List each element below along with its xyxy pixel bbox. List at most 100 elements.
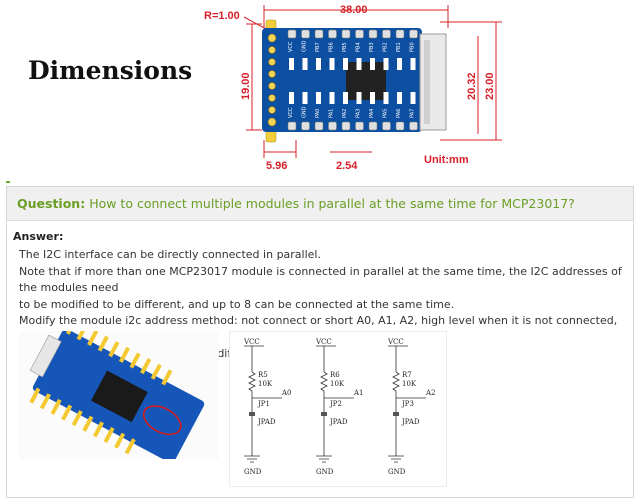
silk-pad <box>383 58 389 70</box>
header-pad <box>382 29 391 39</box>
answer-line: to be modified to be different, and up t… <box>19 297 455 311</box>
silk-pad <box>410 58 416 70</box>
header-pad <box>409 29 418 39</box>
resistor-value: 10K <box>330 380 345 388</box>
pin-label: PA1 <box>329 109 335 118</box>
resistor-symbol <box>248 371 256 392</box>
silk-pad <box>343 58 348 70</box>
pin-label: GND <box>302 40 308 52</box>
resistor-symbol <box>392 371 400 392</box>
silk-pad <box>302 92 308 104</box>
pin-label: PB7 <box>315 42 321 52</box>
silk-pad <box>302 58 308 70</box>
header-pad <box>301 29 310 39</box>
jumper-pad <box>393 412 399 416</box>
header-pad <box>314 121 324 131</box>
address-label: A2 <box>425 389 436 397</box>
pin-label: PB6 <box>329 42 335 52</box>
dimensions-title: Dimensions <box>28 56 193 85</box>
silk-pad <box>370 92 375 104</box>
silk-pad <box>316 58 321 70</box>
divider-mark <box>6 181 10 183</box>
header-pad <box>395 121 405 131</box>
pin-label: PB2 <box>383 42 389 52</box>
silk-pad <box>383 92 389 104</box>
header-pad <box>368 29 378 39</box>
pin-label: PA4 <box>369 109 375 118</box>
silk-pad <box>397 92 402 104</box>
address-label: A1 <box>353 389 364 397</box>
header-pad <box>355 121 364 131</box>
width-total-label: 38.00 <box>340 4 368 16</box>
resistor-value: 10K <box>258 380 273 388</box>
answer-label: Answer: <box>13 230 64 243</box>
silk-pad <box>410 92 416 104</box>
jumper-label: JP3 <box>401 400 414 408</box>
pin-label: PA6 <box>396 109 402 118</box>
jumper-label: JP2 <box>329 400 342 408</box>
header-pad <box>382 121 391 131</box>
silk-pad <box>356 58 362 70</box>
offset-left-label: 5.96 <box>266 160 288 172</box>
unit-label: Unit:mm <box>424 154 469 166</box>
silk-pad <box>370 58 375 70</box>
pin-label: VCC <box>288 107 294 118</box>
gnd-label: GND <box>316 468 334 476</box>
height-left-label: 19.00 <box>240 72 252 100</box>
pin-label: PB3 <box>369 42 375 52</box>
pin-label: PA2 <box>342 109 348 118</box>
height-inner-label: 20.32 <box>466 72 478 100</box>
header-pad <box>287 121 297 131</box>
pin-label: PB1 <box>396 42 402 52</box>
pin-label: PA7 <box>410 109 416 118</box>
pin-label: PB4 <box>356 42 362 52</box>
pitch-label: 2.54 <box>336 160 358 172</box>
gnd-label: GND <box>388 468 406 476</box>
ground-symbol <box>316 455 332 463</box>
header-pad <box>328 121 337 131</box>
ground-symbol <box>388 455 404 463</box>
question-label: Question: <box>17 196 86 211</box>
header-pad <box>287 29 297 39</box>
vcc-label: VCC <box>243 338 260 346</box>
jpad-label: JPAD <box>257 418 276 426</box>
header-pad <box>328 29 337 39</box>
resistor-label: R6 <box>330 371 340 379</box>
radius-label: R=1.00 <box>204 10 240 22</box>
header-pad <box>409 121 418 131</box>
pin-label: PA0 <box>315 109 321 118</box>
jpad-label: JPAD <box>401 418 420 426</box>
pin-label: GND <box>302 106 308 118</box>
jumper-pad <box>249 412 255 416</box>
pin-label: PA3 <box>356 109 362 118</box>
jpad-label: JPAD <box>329 418 348 426</box>
ground-symbol <box>244 455 260 463</box>
header-pad <box>314 29 324 39</box>
vcc-label: VCC <box>387 338 404 346</box>
question-bar[interactable]: Question: How to connect multiple module… <box>7 187 633 221</box>
silk-pad <box>329 92 335 104</box>
gnd-label: GND <box>244 468 262 476</box>
answer-line: Note that if more than one MCP23017 modu… <box>19 264 622 295</box>
address-label: A0 <box>281 389 292 397</box>
board-photo <box>19 318 219 463</box>
dimensions-figure: Dimensions <box>0 0 640 180</box>
jumper-label: JP1 <box>257 400 270 408</box>
question-text: How to connect multiple modules in paral… <box>89 196 575 211</box>
header-pad <box>355 29 364 39</box>
silk-pad <box>397 58 402 70</box>
header-pad <box>395 29 405 39</box>
vcc-label: VCC <box>315 338 332 346</box>
silk-pad <box>343 92 348 104</box>
resistor-symbol <box>320 371 328 392</box>
header-pad <box>341 121 351 131</box>
jumper-pad <box>321 412 327 416</box>
faq-card: Question: How to connect multiple module… <box>6 186 634 498</box>
silk-pad <box>289 58 294 70</box>
pin-label: VCC <box>288 41 294 52</box>
header-pad <box>368 121 378 131</box>
pin-label: PB5 <box>342 42 348 52</box>
pin-label: PB0 <box>410 42 416 52</box>
resistor-label: R5 <box>258 371 268 379</box>
